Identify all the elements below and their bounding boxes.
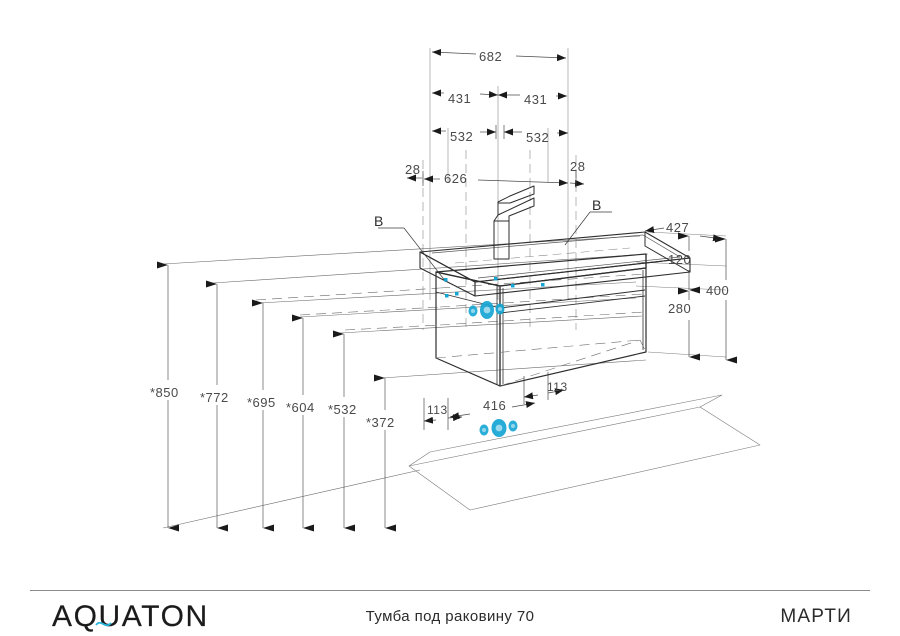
logo-swoosh-icon bbox=[95, 621, 112, 627]
section-label-b-right: B bbox=[592, 197, 602, 213]
dim-695: *695 bbox=[247, 395, 276, 410]
height-dimension-lines bbox=[157, 261, 396, 532]
footer-divider bbox=[30, 590, 870, 591]
dim-113-left: 113 bbox=[427, 403, 448, 417]
dim-28-left: 28 bbox=[405, 162, 421, 177]
top-dimension-lines bbox=[407, 48, 585, 188]
dim-682: 682 bbox=[479, 49, 503, 64]
dim-626: 626 bbox=[444, 171, 468, 186]
left-projection-lines bbox=[162, 235, 649, 529]
aquaton-logo: AQUATON bbox=[52, 600, 209, 633]
cabinet-geometry bbox=[157, 48, 761, 532]
bottom-dimension-lines bbox=[423, 372, 565, 430]
mounting-point-markers bbox=[444, 277, 545, 437]
hidden-projection-lines bbox=[255, 273, 646, 331]
technical-drawing-canvas bbox=[157, 48, 761, 532]
footer: AQUATON Тумба под раковину 70 МАРТИ bbox=[0, 590, 900, 636]
dim-532-left: 532 bbox=[450, 129, 474, 144]
dim-772: *772 bbox=[200, 390, 229, 405]
dim-532-height: *532 bbox=[328, 402, 357, 417]
dim-431-left: 431 bbox=[448, 91, 472, 106]
product-title: Тумба под раковину 70 bbox=[365, 608, 535, 625]
dim-532-right: 532 bbox=[526, 130, 550, 145]
dim-416: 416 bbox=[483, 398, 507, 413]
section-label-b-left: B bbox=[374, 213, 384, 229]
faucet bbox=[493, 185, 535, 260]
dim-850: *850 bbox=[150, 385, 179, 400]
dim-280: 280 bbox=[668, 301, 692, 316]
dim-400: 400 bbox=[706, 283, 730, 298]
dim-372: *372 bbox=[366, 415, 395, 430]
dim-604: *604 bbox=[286, 400, 315, 415]
dim-427: 427 bbox=[666, 220, 690, 235]
aquaton-logo-text: AQUATON bbox=[52, 600, 209, 633]
section-leaders bbox=[378, 211, 612, 283]
dim-113-right: 113 bbox=[547, 380, 568, 394]
dim-120: 120 bbox=[668, 252, 692, 267]
product-model: МАРТИ bbox=[780, 606, 852, 627]
dim-28-right: 28 bbox=[570, 159, 586, 174]
dim-431-right: 431 bbox=[524, 92, 548, 107]
floor-outline bbox=[408, 394, 761, 511]
cabinet-body bbox=[435, 253, 647, 387]
right-dimension-lines bbox=[644, 226, 737, 364]
